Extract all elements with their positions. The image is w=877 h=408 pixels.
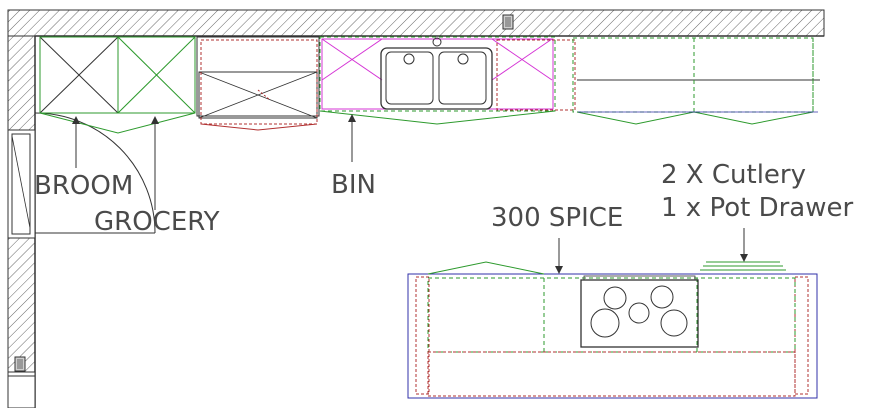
- power-outlet-icon: [14, 356, 26, 372]
- broom-cabinet: [39, 36, 119, 114]
- power-outlet-icon: [502, 14, 514, 30]
- label-spice: 300 SPICE: [491, 203, 623, 233]
- top-wall: [7, 9, 825, 37]
- cooktop-icon: [580, 275, 699, 348]
- drawer-lines: [700, 261, 786, 271]
- door-swing: [34, 112, 156, 234]
- label-broom: BROOM: [34, 171, 133, 201]
- label-grocery: GROCERY: [94, 207, 220, 237]
- oven-cabinet: [196, 36, 320, 131]
- top-right-cabinets: [572, 37, 820, 125]
- door-opening: [7, 371, 36, 408]
- arrow-icon: [72, 114, 748, 274]
- label-cutlery: 2 X Cutlery: [661, 160, 806, 190]
- label-pot-drawer: 1 x Pot Drawer: [661, 193, 853, 223]
- sink-run: [319, 36, 576, 125]
- grocery-cabinet: [39, 36, 196, 134]
- label-bin: BIN: [331, 170, 376, 200]
- sink-icon: [380, 37, 493, 110]
- island: [407, 261, 818, 399]
- walls: [7, 9, 825, 408]
